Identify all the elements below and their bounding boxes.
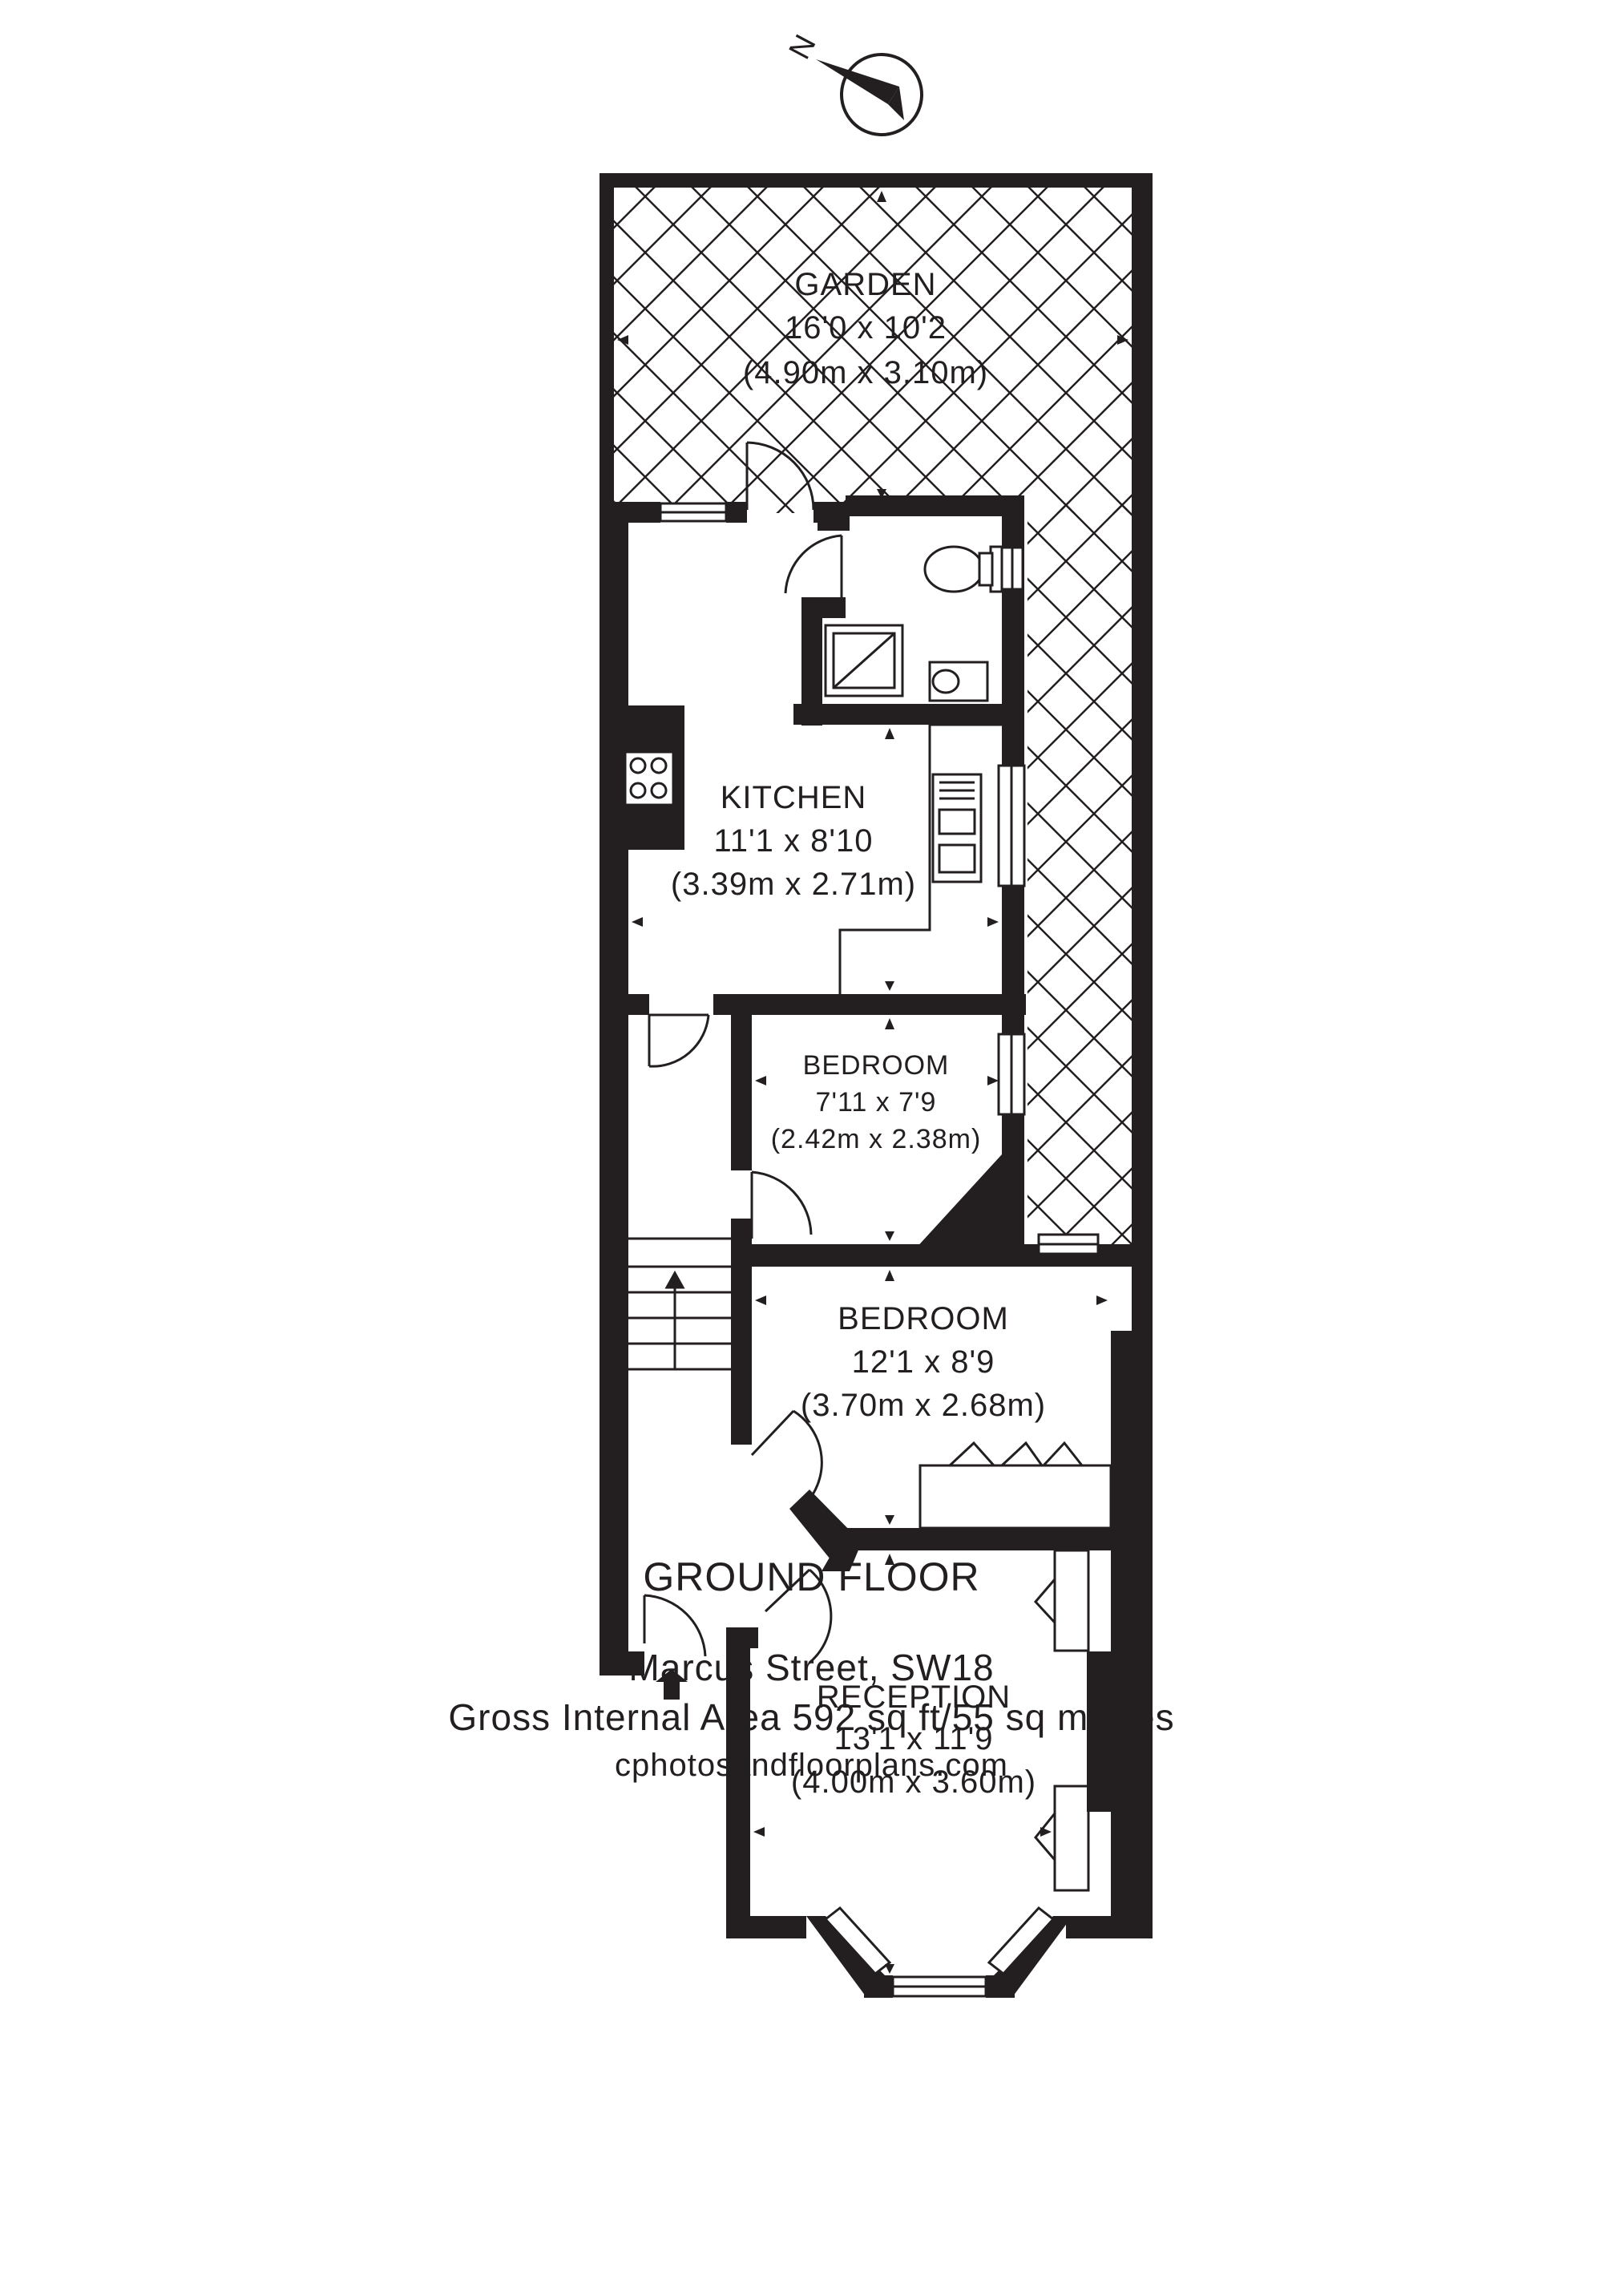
compass-label: N	[783, 30, 823, 65]
room-labels: GARDEN 16'0 x 10'2 (4.90m x 3.10m) KITCH…	[671, 267, 1046, 1800]
bedroom-large-metric: (3.70m x 2.68m)	[801, 1388, 1046, 1423]
kitchen-imperial: 11'1 x 8'10	[713, 823, 873, 859]
sink-icon	[931, 773, 983, 883]
reception-bay-left-window	[823, 1906, 892, 1976]
floor-title: GROUND FLOOR	[643, 1554, 980, 1599]
gross-internal-area: Gross Internal Area 592 sq ft/55 sq metr…	[448, 1696, 1175, 1738]
windows	[659, 502, 1100, 1998]
reception-name: RECEPTION	[817, 1680, 1011, 1715]
interior-lines	[628, 723, 1112, 1892]
garden-area	[613, 186, 1132, 1247]
shower-tray-icon	[824, 624, 904, 697]
basin-icon	[928, 661, 989, 702]
garden-metric: (4.90m x 3.10m)	[743, 355, 988, 390]
toilet-icon	[923, 545, 1003, 593]
entrance-arrow-icon	[656, 1669, 688, 1700]
website-credit: cphotosandfloorplans.com	[615, 1748, 1008, 1783]
property-address: Marcus Street, SW18	[628, 1647, 995, 1688]
garden-imperial: 16'0 x 10'2	[785, 310, 947, 346]
kitchen-name: KITCHEN	[721, 780, 867, 815]
reception-imperial: 13'1 x 11'9	[834, 1721, 993, 1756]
compass-ring-icon	[840, 53, 923, 136]
reception-bay-right-window	[987, 1906, 1056, 1976]
garden-name: GARDEN	[794, 267, 936, 302]
bedroom-small-metric: (2.42m x 2.38m)	[771, 1124, 982, 1154]
reception-metric: (4.00m x 3.60m)	[791, 1764, 1036, 1800]
hob-icon	[624, 750, 675, 806]
bedroom-small-name: BEDROOM	[803, 1050, 950, 1081]
stair-arrow	[664, 1270, 685, 1369]
kitchen-metric: (3.39m x 2.71m)	[671, 867, 916, 902]
compass: N	[783, 30, 923, 136]
north-arrow-icon	[816, 59, 899, 104]
doors	[643, 441, 1084, 1861]
garden-boundary	[600, 173, 1153, 1263]
bedroom-large-imperial: 12'1 x 8'9	[852, 1344, 995, 1380]
bedroom-small-imperial: 7'11 x 7'9	[816, 1087, 937, 1118]
bedroom-large-name: BEDROOM	[838, 1301, 1009, 1336]
dimension-markers	[617, 191, 1128, 1974]
fixtures	[624, 545, 1003, 883]
